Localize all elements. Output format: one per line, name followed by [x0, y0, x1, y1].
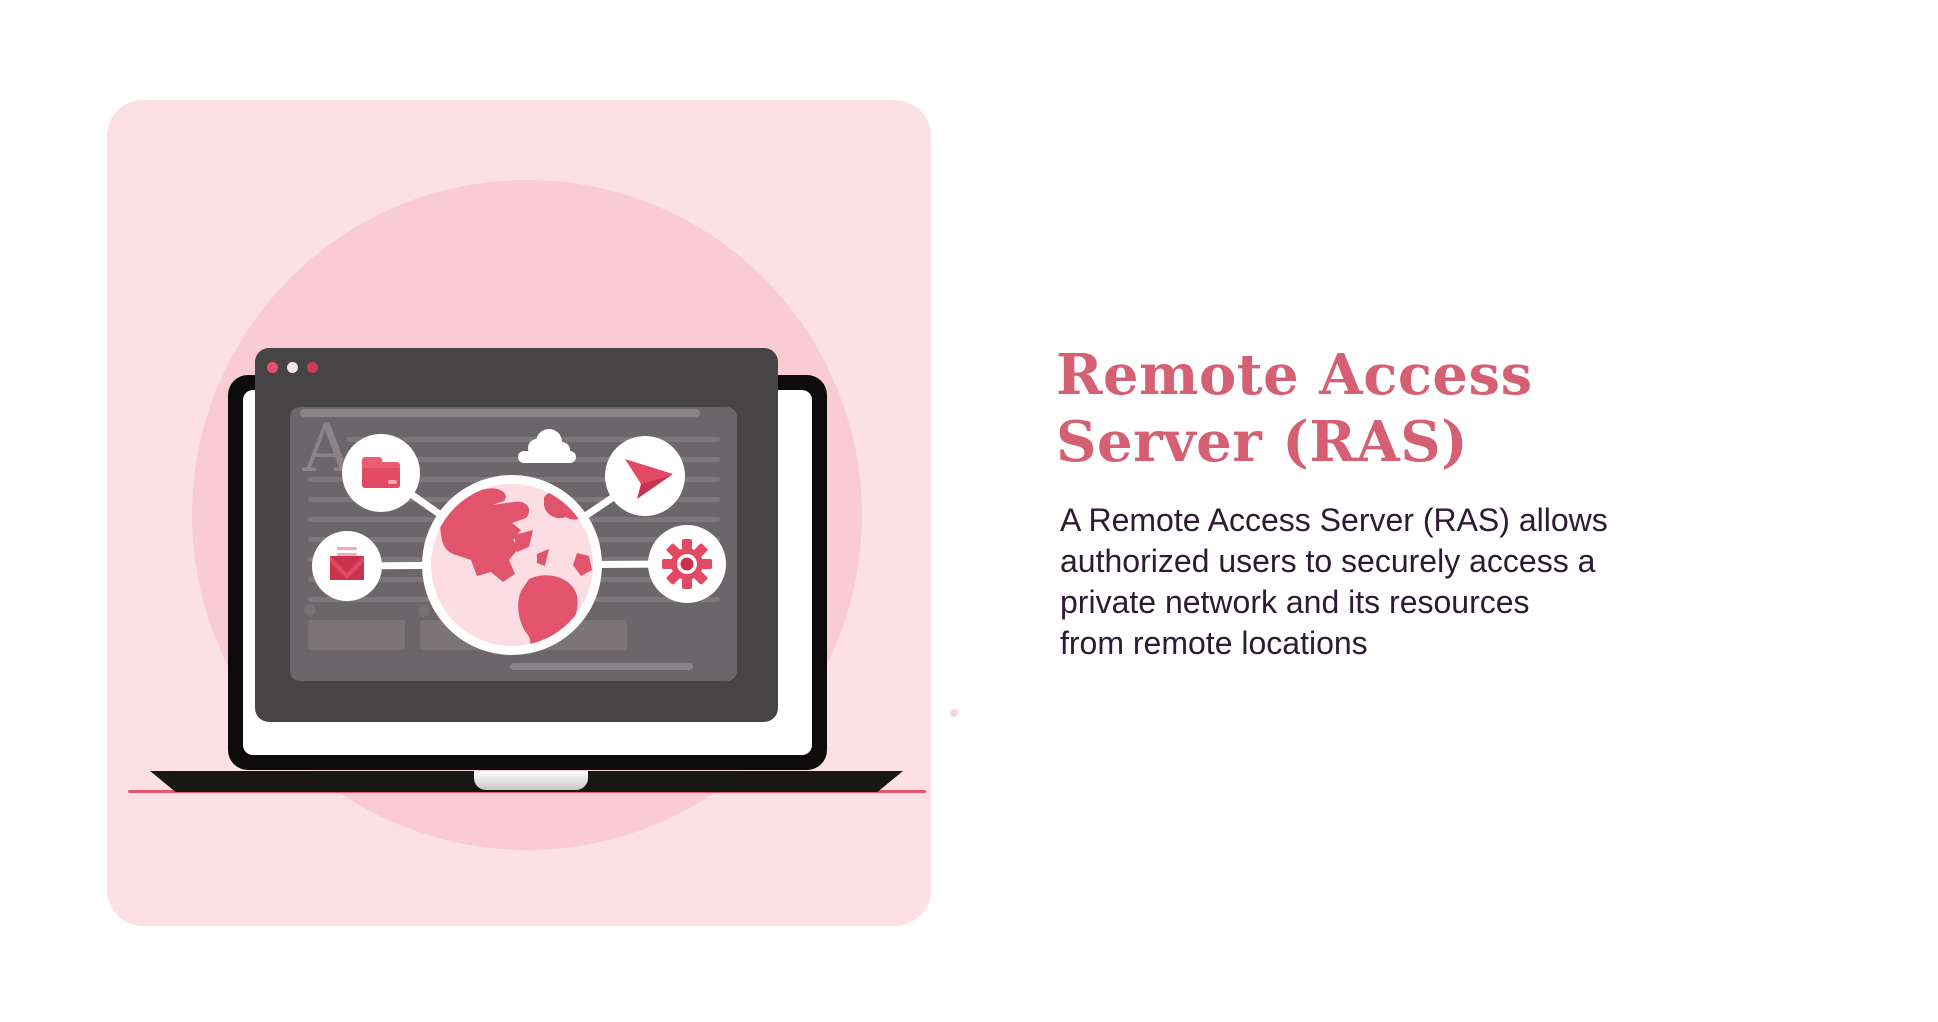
decorative-dot [950, 709, 958, 717]
page-title: Remote Access Server (RAS) [1056, 342, 1756, 476]
description-line: A Remote Access Server (RAS) allows [1060, 502, 1608, 538]
gear-icon [648, 525, 726, 603]
content-block [308, 620, 405, 650]
network-diagram: A [300, 409, 726, 670]
envelope-icon [312, 531, 382, 601]
globe-icon [422, 475, 602, 655]
cloud-icon [518, 429, 576, 463]
bullet-dot [418, 605, 430, 617]
window-dot-crimson [307, 362, 318, 373]
title-line-2: Server (RAS) [1056, 409, 1469, 475]
description-line: authorized users to securely access a [1060, 543, 1596, 579]
browser-window: A [255, 348, 778, 722]
paper-plane-icon [605, 436, 685, 516]
toolbar-placeholder [300, 409, 700, 417]
window-dot-red [267, 362, 278, 373]
window-controls [267, 362, 318, 373]
browser-content: A [290, 407, 737, 681]
text-column: Remote Access Server (RAS) A Remote Acce… [1056, 342, 1756, 664]
progress-bar [510, 663, 693, 670]
description-line: from remote locations [1060, 625, 1368, 661]
folder-icon [342, 434, 420, 512]
laptop-notch [474, 771, 588, 790]
description-line: private network and its resources [1060, 584, 1530, 620]
description: A Remote Access Server (RAS) allows auth… [1056, 500, 1756, 664]
bullet-dot [304, 604, 316, 616]
window-dot-white [287, 362, 298, 373]
title-line-1: Remote Access [1056, 342, 1533, 408]
